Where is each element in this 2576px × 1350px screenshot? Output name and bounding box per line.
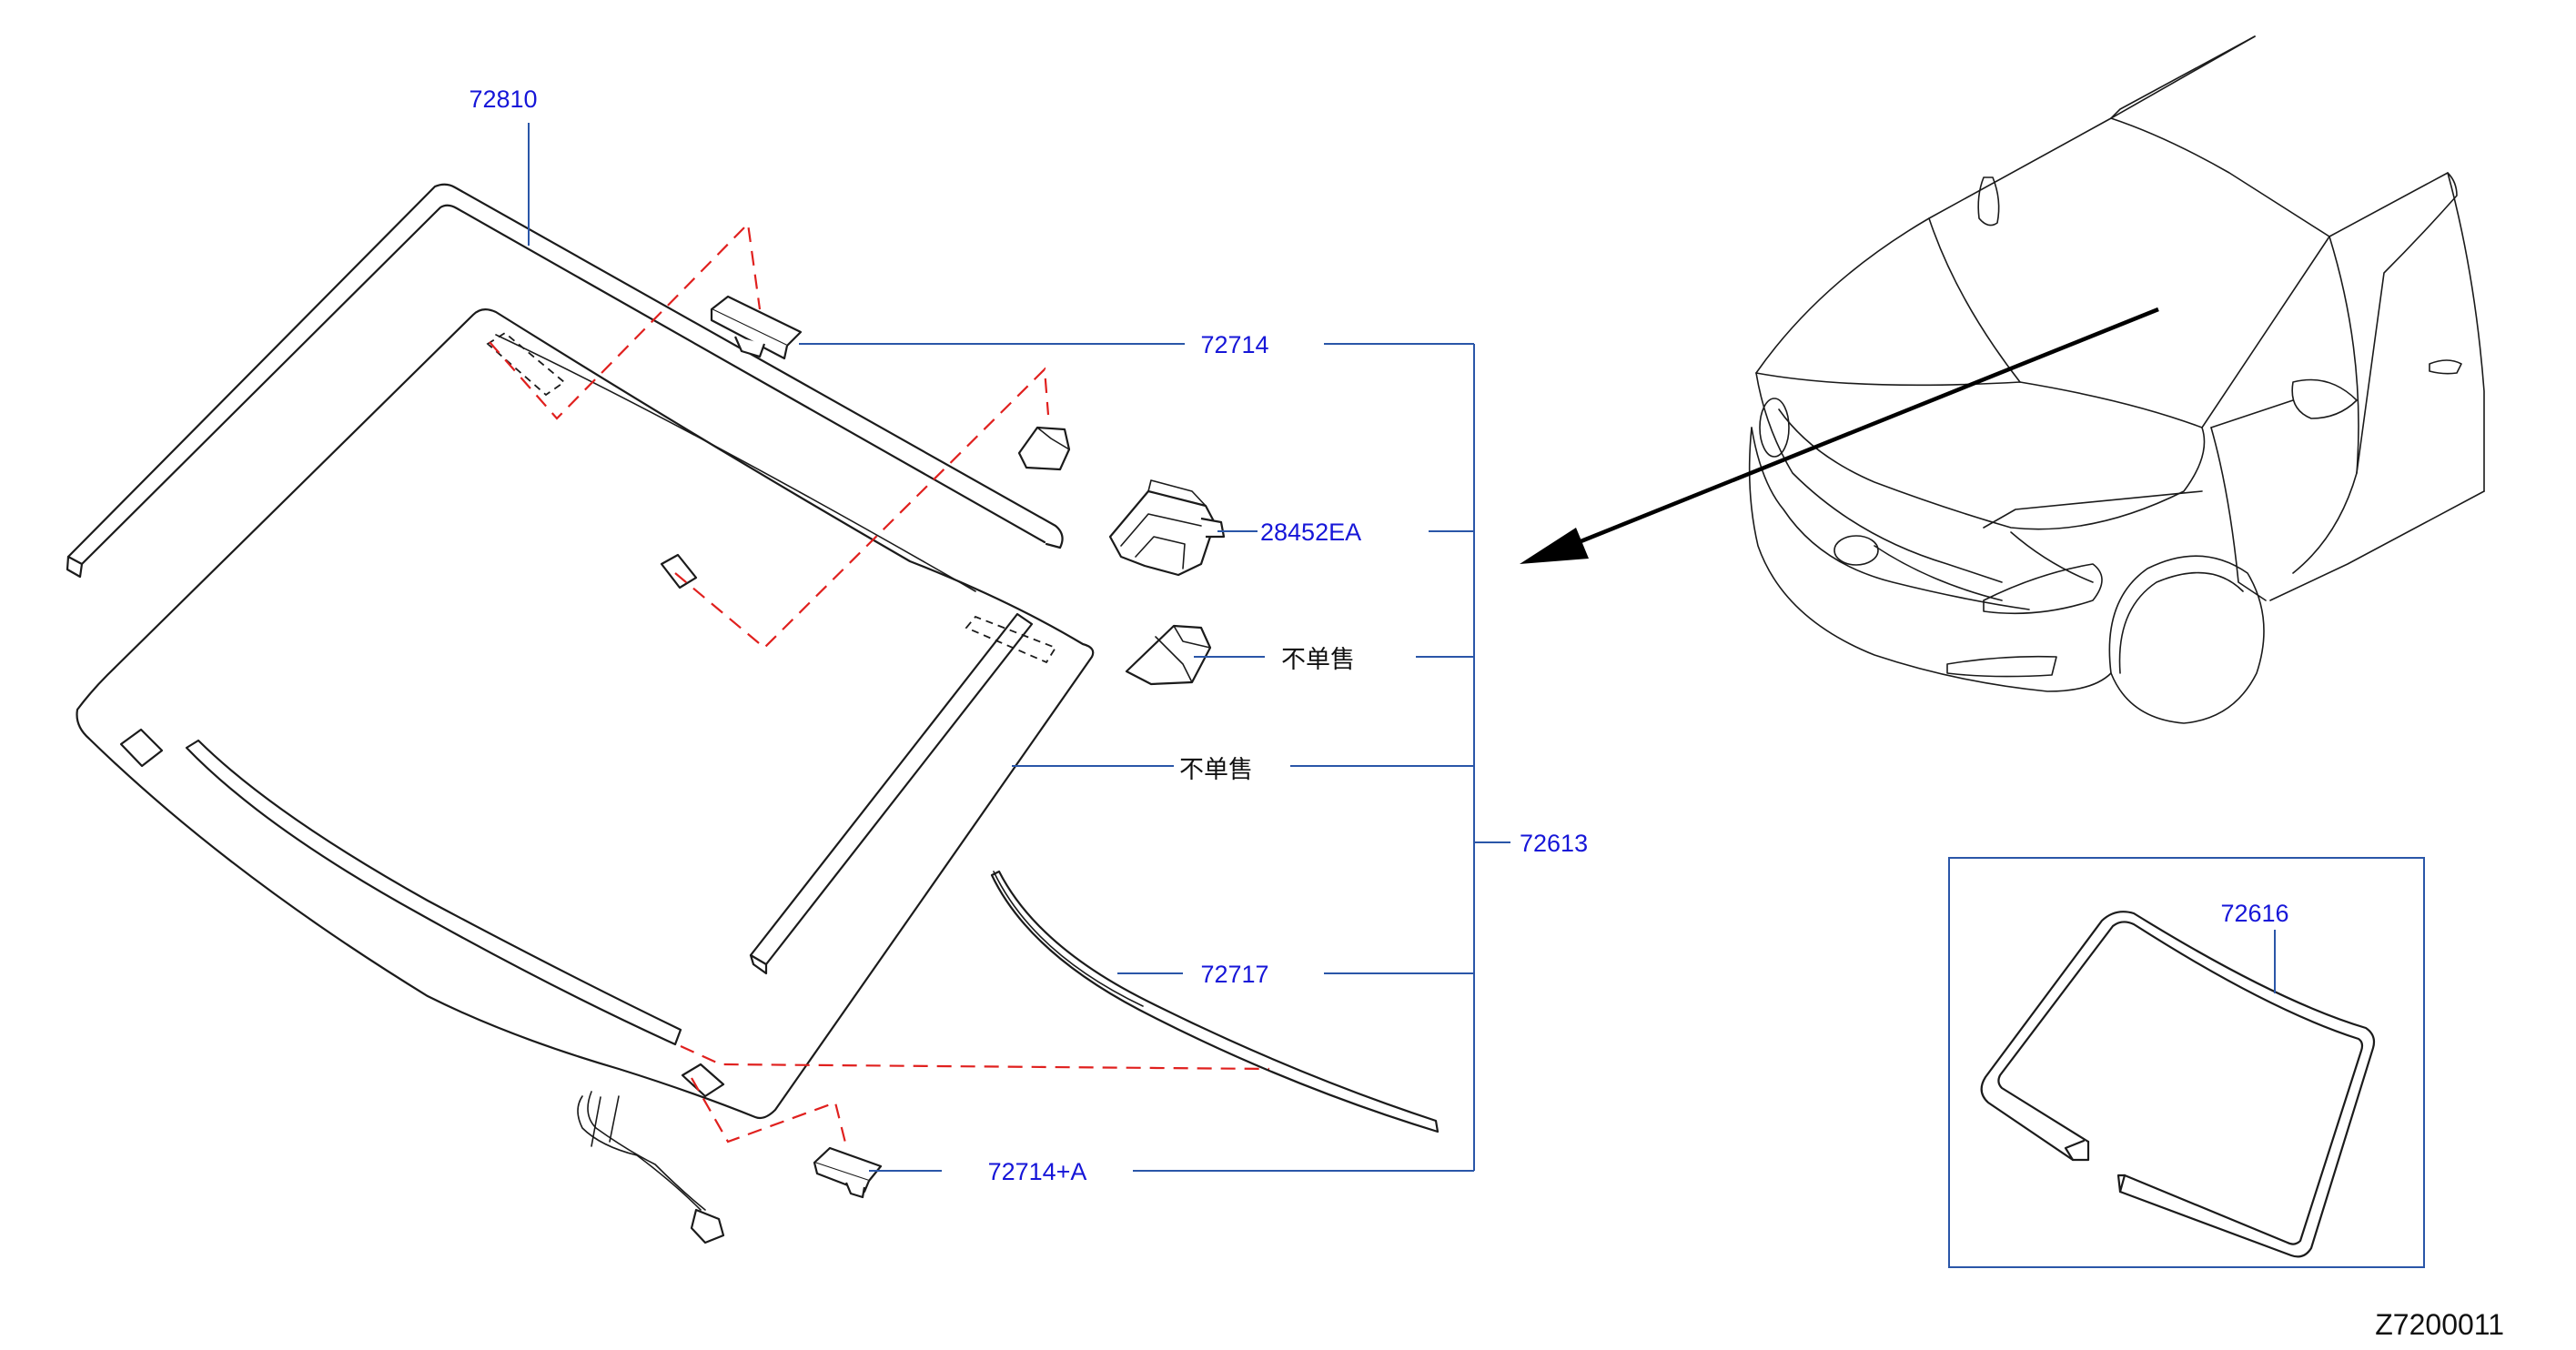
car-illustration [1748, 35, 2485, 724]
lower-molding-part [990, 870, 1440, 1133]
label-not-sold-glass: 不单售 [1179, 756, 1253, 783]
label-72616: 72616 [2220, 900, 2288, 927]
adhesive-pad [1017, 426, 1071, 471]
windshield-glass [76, 308, 1095, 1244]
label-72714: 72714 [1200, 331, 1268, 358]
label-72714A: 72714+A [988, 1158, 1087, 1185]
inset-box [1948, 857, 2425, 1268]
camera-cover-part [1125, 624, 1212, 686]
label-72810: 72810 [469, 86, 537, 113]
leader-lines [528, 123, 2276, 1172]
direction-arrow [1520, 307, 2159, 564]
figure-code: Z7200011 [2375, 1308, 2504, 1341]
label-72717: 72717 [1200, 961, 1268, 988]
windshield-molding [66, 183, 1064, 579]
reference-dashes [489, 221, 1270, 1147]
label-not-sold-bracket: 不单售 [1281, 646, 1355, 673]
clip-lower-part [813, 1146, 883, 1199]
clip-upper-part [710, 295, 803, 360]
label-72613: 72613 [1520, 830, 1588, 857]
sensor-bracket-part [1108, 479, 1226, 577]
label-28452EA: 28452EA [1260, 519, 1361, 546]
